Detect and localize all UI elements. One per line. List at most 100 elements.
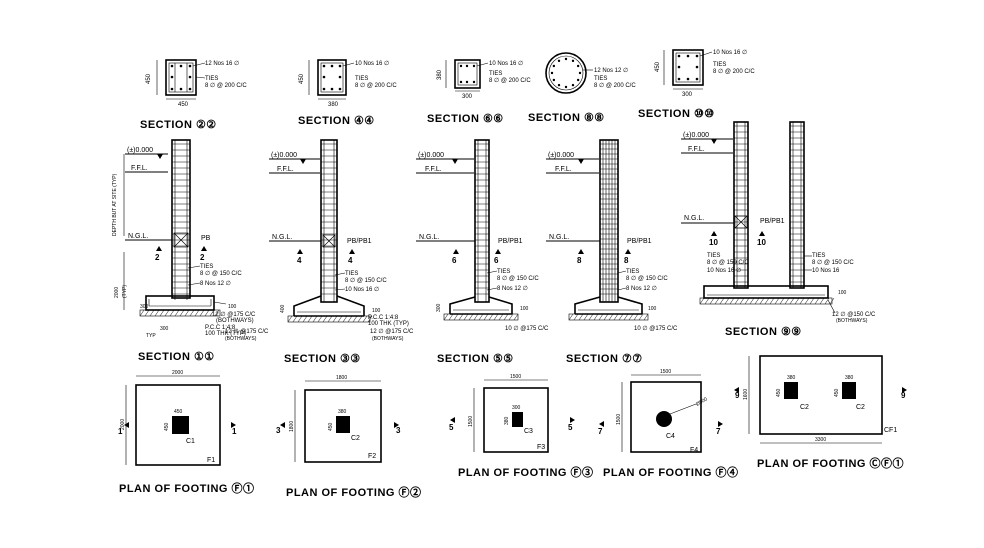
elevation-section-7-7: (±)0.000 F.F.L. N.G.L. PB/PB1 8 8 TIES 8… bbox=[546, 139, 678, 365]
svg-text:6: 6 bbox=[494, 256, 499, 265]
svg-text:SECTION ④④: SECTION ④④ bbox=[298, 115, 375, 127]
svg-text:100: 100 bbox=[520, 306, 529, 312]
svg-text:12 Nos 12 ∅: 12 Nos 12 ∅ bbox=[594, 67, 628, 74]
svg-text:PB/PB1: PB/PB1 bbox=[347, 238, 372, 245]
svg-text:TIES: TIES bbox=[205, 76, 218, 82]
svg-text:100 THK (TYP): 100 THK (TYP) bbox=[205, 331, 246, 337]
svg-text:2: 2 bbox=[155, 253, 160, 262]
svg-text:(TYP): (TYP) bbox=[122, 285, 128, 298]
svg-text:(BOTHWAYS): (BOTHWAYS) bbox=[836, 318, 868, 324]
svg-text:12 ∅ @175 C/C: 12 ∅ @175 C/C bbox=[225, 328, 269, 335]
svg-text:SECTION ⑨⑨: SECTION ⑨⑨ bbox=[725, 326, 802, 338]
svg-text:100 THK (TYP): 100 THK (TYP) bbox=[368, 321, 409, 327]
svg-text:100: 100 bbox=[372, 308, 381, 314]
svg-text:450: 450 bbox=[164, 422, 170, 431]
svg-text:PLAN OF FOOTING Ⓕ④: PLAN OF FOOTING Ⓕ④ bbox=[603, 465, 739, 479]
svg-text:PB/PB1: PB/PB1 bbox=[627, 238, 652, 245]
svg-text:N.G.L.: N.G.L. bbox=[684, 215, 704, 222]
svg-text:8 Nos 12 ∅: 8 Nos 12 ∅ bbox=[200, 280, 231, 287]
svg-text:450: 450 bbox=[776, 388, 782, 397]
section-8-8: 12 Nos 12 ∅ TIES 8 ∅ @ 200 C/C SECTION ⑧… bbox=[528, 52, 636, 124]
plan-footing-f1: 2000 2000 450 450 C1 F1 1 1 PLAN OF FOOT… bbox=[118, 370, 254, 495]
svg-text:8: 8 bbox=[624, 256, 629, 265]
svg-text:10 ∅ @175 C/C: 10 ∅ @175 C/C bbox=[505, 325, 549, 332]
svg-text:F.F.L.: F.F.L. bbox=[131, 165, 148, 172]
section-10-10: 300 450 10 Nos 16 ∅ TIES 8 ∅ @ 200 C/C S… bbox=[638, 49, 755, 120]
section-6-6: 300 380 10 Nos 16 ∅ TIES 8 ∅ @ 200 C/C S… bbox=[427, 59, 531, 125]
svg-text:1500: 1500 bbox=[510, 374, 521, 380]
svg-text:N.G.L.: N.G.L. bbox=[549, 234, 569, 241]
svg-text:10 Nos 16: 10 Nos 16 bbox=[812, 268, 840, 274]
svg-text:7: 7 bbox=[716, 427, 721, 436]
svg-text:400: 400 bbox=[280, 304, 286, 313]
svg-text:380: 380 bbox=[338, 409, 347, 415]
svg-text:PLAN OF FOOTING ⒸⒻ①: PLAN OF FOOTING ⒸⒻ① bbox=[757, 456, 904, 470]
svg-text:TIES: TIES bbox=[345, 271, 358, 277]
svg-text:1: 1 bbox=[232, 427, 237, 436]
svg-text:Ø500: Ø500 bbox=[695, 396, 709, 407]
svg-text:1500: 1500 bbox=[468, 416, 474, 427]
svg-text:300: 300 bbox=[462, 94, 473, 100]
svg-text:300: 300 bbox=[682, 92, 693, 98]
svg-text:12 ∅ @175 C/C: 12 ∅ @175 C/C bbox=[212, 311, 256, 318]
svg-text:8 Nos 12 ∅: 8 Nos 12 ∅ bbox=[626, 285, 657, 292]
svg-text:PLAN OF FOOTING Ⓕ②: PLAN OF FOOTING Ⓕ② bbox=[286, 485, 422, 499]
svg-text:(BOTHWAYS): (BOTHWAYS) bbox=[216, 318, 254, 324]
svg-text:N.G.L.: N.G.L. bbox=[419, 234, 439, 241]
svg-text:P.C.C 1:4:8: P.C.C 1:4:8 bbox=[205, 325, 236, 331]
svg-text:8 ∅ @ 150 C/C: 8 ∅ @ 150 C/C bbox=[812, 259, 854, 266]
svg-text:8 ∅ @ 150 C/C: 8 ∅ @ 150 C/C bbox=[345, 277, 387, 284]
svg-text:5: 5 bbox=[568, 423, 573, 432]
plan-footing-f4: 1500 1500 Ø500 C4 F4 7 7 PLAN OF FOOTING… bbox=[598, 369, 739, 479]
svg-text:F.F.L.: F.F.L. bbox=[688, 146, 705, 153]
svg-text:9: 9 bbox=[735, 391, 740, 400]
svg-text:TIES: TIES bbox=[713, 62, 726, 68]
svg-text:F4: F4 bbox=[690, 447, 698, 454]
svg-text:10 Nos 16 ∅: 10 Nos 16 ∅ bbox=[345, 286, 379, 293]
svg-text:SECTION ⑤⑤: SECTION ⑤⑤ bbox=[437, 353, 514, 365]
svg-text:10: 10 bbox=[709, 238, 718, 247]
svg-text:380: 380 bbox=[504, 416, 510, 425]
svg-text:100: 100 bbox=[228, 304, 237, 310]
svg-text:F1: F1 bbox=[207, 457, 215, 464]
svg-text:PB: PB bbox=[201, 235, 211, 242]
svg-text:300: 300 bbox=[512, 405, 521, 411]
svg-text:4: 4 bbox=[297, 256, 302, 265]
svg-text:380: 380 bbox=[787, 375, 796, 381]
svg-text:3: 3 bbox=[276, 426, 281, 435]
svg-text:TIES: TIES bbox=[812, 253, 825, 259]
section-4-4: 380 450 10 Nos 16 ∅ TIES 8 ∅ @ 200 C/C S… bbox=[298, 59, 397, 127]
svg-text:8 ∅ @ 200 C/C: 8 ∅ @ 200 C/C bbox=[205, 82, 247, 89]
svg-text:(±)0.000: (±)0.000 bbox=[127, 147, 153, 154]
svg-text:12 ∅ @175 C/C: 12 ∅ @175 C/C bbox=[370, 328, 414, 335]
svg-text:TIES: TIES bbox=[626, 269, 639, 275]
svg-text:7: 7 bbox=[598, 427, 603, 436]
svg-text:TIES: TIES bbox=[594, 76, 607, 82]
svg-text:1500: 1500 bbox=[616, 414, 622, 425]
svg-text:9: 9 bbox=[901, 391, 906, 400]
svg-text:1800: 1800 bbox=[289, 421, 295, 432]
elevation-section-5-5: (±)0.000 F.F.L. N.G.L. PB/PB1 6 6 TIES 8… bbox=[416, 139, 549, 365]
svg-text:450: 450 bbox=[146, 73, 152, 84]
svg-text:(±)0.000: (±)0.000 bbox=[418, 152, 444, 159]
svg-text:10 Nos 16 ∅: 10 Nos 16 ∅ bbox=[707, 267, 741, 274]
svg-text:TIES: TIES bbox=[200, 264, 213, 270]
svg-text:SECTION ⑧⑧: SECTION ⑧⑧ bbox=[528, 112, 605, 124]
svg-text:380: 380 bbox=[845, 375, 854, 381]
svg-text:100: 100 bbox=[838, 290, 847, 296]
svg-text:N.G.L.: N.G.L. bbox=[128, 233, 148, 240]
svg-text:8 ∅ @ 200 C/C: 8 ∅ @ 200 C/C bbox=[594, 82, 636, 89]
svg-text:8: 8 bbox=[577, 256, 582, 265]
svg-text:8 ∅ @ 200 C/C: 8 ∅ @ 200 C/C bbox=[713, 68, 755, 75]
svg-text:5: 5 bbox=[449, 423, 454, 432]
svg-text:12 ∅ @150 C/C: 12 ∅ @150 C/C bbox=[832, 311, 876, 318]
svg-text:C2: C2 bbox=[856, 404, 865, 411]
svg-text:F.F.L.: F.F.L. bbox=[555, 166, 572, 173]
svg-text:1600: 1600 bbox=[743, 389, 749, 400]
svg-text:SECTION ①①: SECTION ①① bbox=[138, 351, 215, 363]
svg-text:1: 1 bbox=[118, 427, 123, 436]
svg-text:10 Nos 16 ∅: 10 Nos 16 ∅ bbox=[355, 60, 389, 67]
svg-text:C2: C2 bbox=[351, 435, 360, 442]
dim-width: 450 bbox=[178, 102, 189, 108]
